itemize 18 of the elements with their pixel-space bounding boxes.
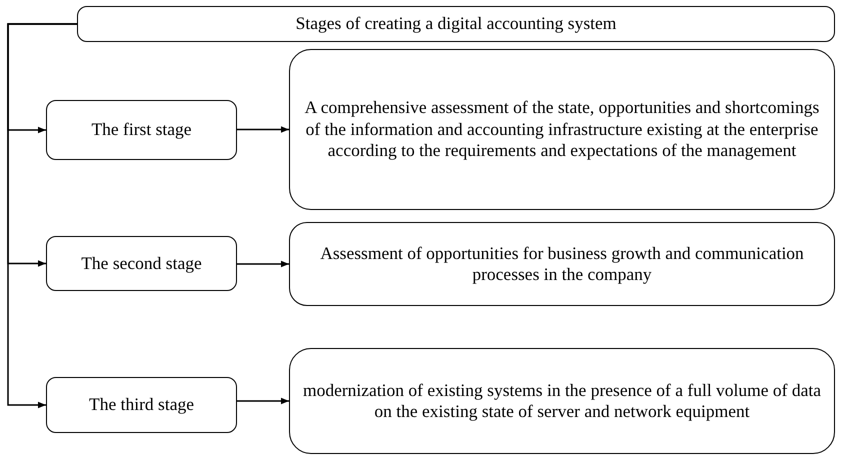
stage-box bbox=[46, 377, 237, 433]
arrow bbox=[237, 260, 289, 268]
arrow bbox=[237, 398, 289, 404]
box-text: A comprehensive assessment of the state, opportunities and shortcomings of the information and accounting infrastructure existing at the enterprise according to the requirements and expectations of the management bbox=[304, 97, 820, 162]
box-text: The second stage bbox=[81, 252, 202, 274]
stage-box bbox=[46, 100, 237, 160]
description-box bbox=[289, 348, 835, 454]
box-text: The first stage bbox=[91, 119, 192, 141]
arrow bbox=[7, 23, 77, 408]
title-box bbox=[77, 6, 835, 42]
box-text: Assessment of opportunities for business growth and communication processes in the company bbox=[319, 242, 805, 286]
box-text: modernization of existing systems in the presence of a full volume of data on the existing state of server and network equipment bbox=[302, 380, 822, 422]
arrow bbox=[237, 126, 289, 133]
box-text: The third stage bbox=[89, 394, 194, 416]
description-box bbox=[289, 49, 835, 210]
box-text: Stages of creating a digital accounting system bbox=[296, 13, 616, 35]
description-box bbox=[289, 222, 835, 306]
stage-box bbox=[46, 236, 237, 291]
